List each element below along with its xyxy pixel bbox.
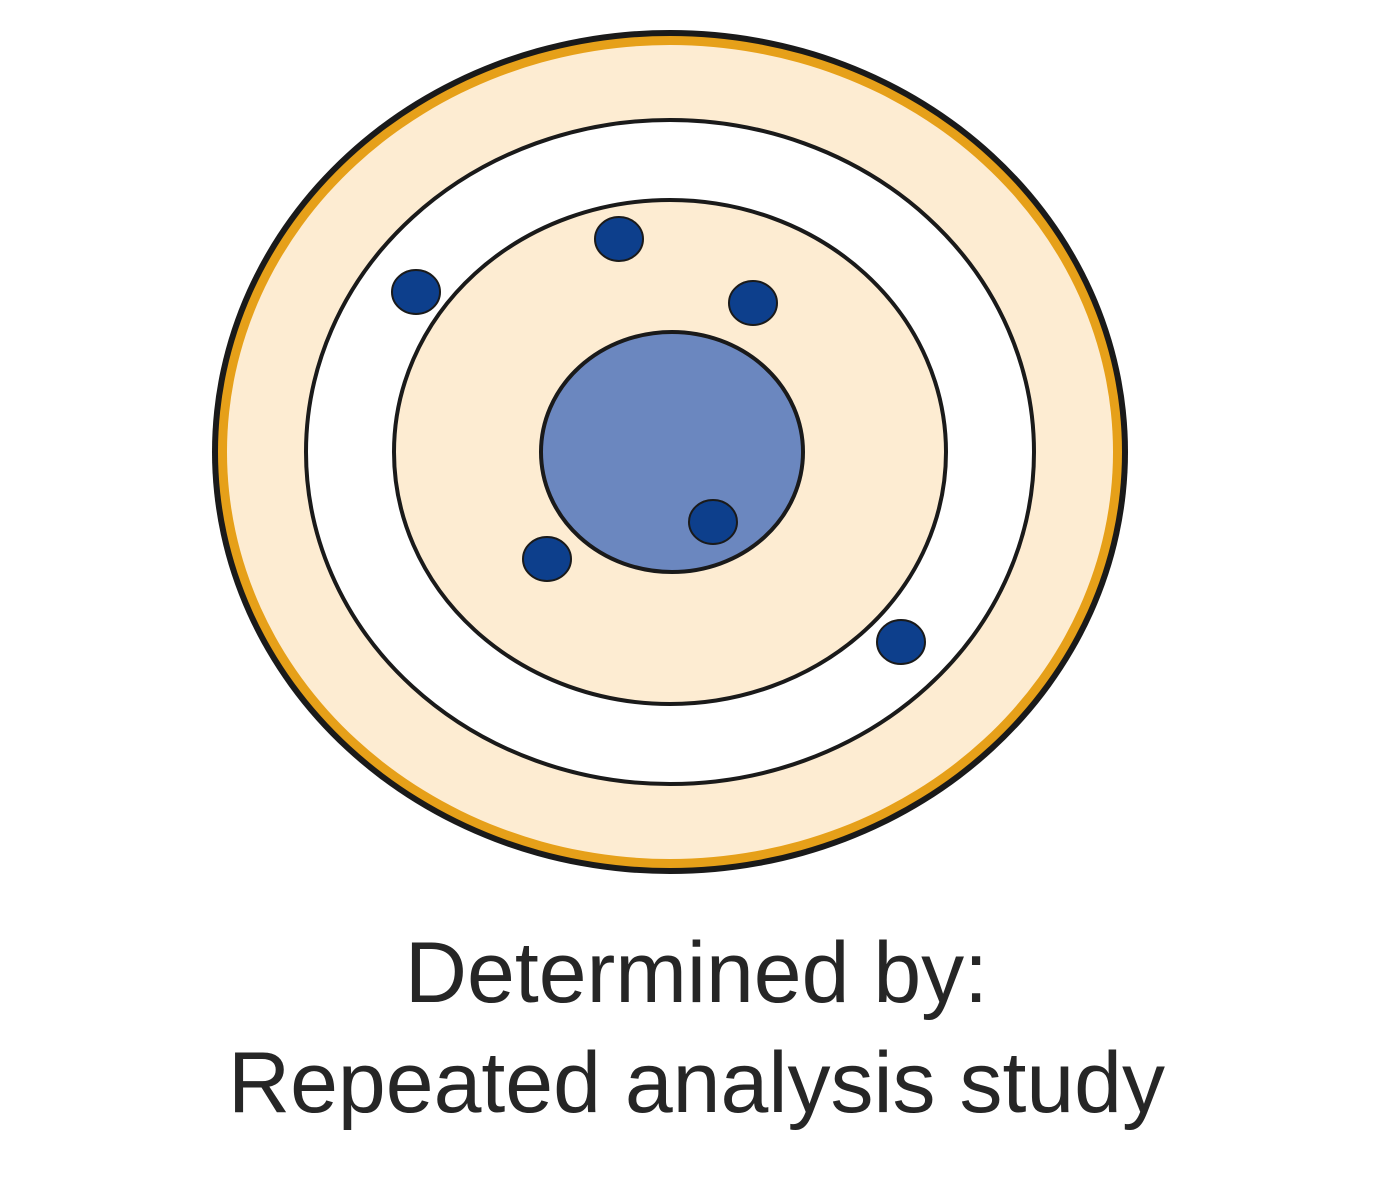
dot-3 <box>728 280 778 326</box>
dot-1 <box>391 269 441 315</box>
bullseye <box>539 330 805 574</box>
caption: Determined by: Repeated analysis study <box>0 918 1393 1138</box>
caption-line-1: Determined by: <box>404 925 989 1021</box>
dot-6 <box>876 619 926 665</box>
dot-4 <box>688 499 738 545</box>
caption-line-2: Repeated analysis study <box>227 1035 1165 1131</box>
target-diagram <box>212 30 1128 874</box>
dot-5 <box>522 536 572 582</box>
dot-2 <box>594 216 644 262</box>
